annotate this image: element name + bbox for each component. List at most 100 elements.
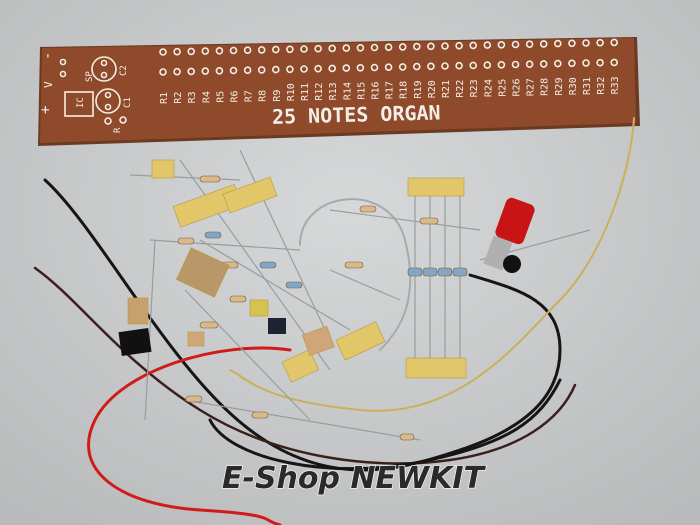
resistor-label: R15 — [356, 82, 367, 100]
resistor-label: R24 — [483, 79, 494, 97]
pcb-hole — [539, 60, 548, 68]
pcb-holes — [159, 38, 619, 76]
pcb-hole — [497, 61, 506, 69]
pcb-hole — [511, 40, 520, 49]
resistor-label: R4 — [201, 91, 212, 103]
label-plus: + — [38, 106, 54, 114]
resistor-label: R6 — [230, 90, 241, 102]
pcb-hole — [314, 64, 322, 73]
resistor-label: R18 — [399, 81, 410, 99]
resistor-label: R23 — [469, 79, 480, 97]
pcb-hole — [356, 64, 365, 72]
pcb-hole — [398, 63, 407, 71]
resistor-label: R12 — [314, 83, 325, 101]
resistor-label: R20 — [427, 80, 438, 98]
resistor-label: R26 — [512, 78, 523, 96]
pcb-hole — [568, 39, 576, 48]
pcb-hole — [201, 67, 210, 75]
pcb-hole — [553, 39, 562, 48]
resistor-label: R11 — [300, 83, 311, 101]
pcb-hole — [455, 61, 463, 70]
pcb-hole — [370, 43, 379, 52]
pcb-hole — [582, 59, 590, 67]
pcb-hole — [243, 66, 252, 74]
dark-wire — [33, 266, 577, 465]
resistor-label: R1 — [159, 92, 170, 104]
ic-chip — [118, 328, 152, 356]
pcb-hole — [342, 44, 351, 52]
pcb-hole — [271, 65, 280, 74]
resistor-label: R22 — [455, 80, 466, 98]
yellow-wire — [229, 117, 635, 412]
pcb-hole — [441, 42, 449, 50]
pcb-hole — [215, 46, 224, 55]
pcb-hole — [300, 45, 308, 53]
resistor-label: R13 — [328, 82, 339, 100]
pcb-hole — [455, 41, 463, 50]
resistor-label: R19 — [413, 81, 424, 99]
label-minus: - — [40, 52, 56, 60]
pcb-hole — [412, 62, 421, 71]
resistor-label: R5 — [215, 91, 226, 103]
pcb-hole — [568, 59, 576, 68]
pcb-hole — [427, 42, 435, 51]
resistor-label: R7 — [244, 90, 255, 102]
resistor-label: R28 — [540, 78, 551, 96]
capacitors-and-tape — [127, 159, 467, 383]
pcb-hole — [342, 64, 351, 72]
resistor-label: R17 — [385, 81, 396, 99]
pcb-hole — [398, 43, 407, 51]
resistor-label: R30 — [568, 77, 579, 95]
pcb-hole — [441, 62, 449, 70]
pcb-hole — [159, 48, 167, 56]
label-c2: C2 — [119, 65, 129, 76]
pcb-hole — [511, 60, 520, 69]
pcb-hole — [525, 40, 534, 49]
resistor-label: R2 — [173, 92, 184, 104]
pcb-hole — [483, 61, 492, 69]
pcb-hole — [286, 45, 294, 54]
pcb-hole — [596, 58, 604, 67]
pcb-hole — [201, 47, 210, 55]
pcb-hole — [427, 62, 435, 71]
resistor-label: R27 — [526, 78, 537, 96]
pcb-hole — [173, 47, 181, 56]
pcb-hole — [539, 40, 548, 48]
pcb-hole — [525, 60, 534, 68]
pcb-hole — [610, 58, 619, 67]
pcb-silkscreen-left — [59, 56, 127, 125]
label-v: V — [42, 81, 55, 88]
resistors — [177, 175, 468, 441]
pcb-hole — [173, 67, 181, 76]
resistor-label: R9 — [272, 90, 283, 102]
resistor-label: R25 — [497, 79, 508, 97]
pcb-hole — [553, 59, 562, 68]
resistor-label: R3 — [187, 91, 198, 103]
banana-socket — [483, 197, 535, 273]
pcb-hole — [412, 42, 421, 51]
pcb-hole — [356, 43, 365, 52]
pcb-hole — [384, 43, 393, 52]
resistor-label: R16 — [371, 81, 382, 99]
pcb-hole — [483, 41, 492, 49]
pcb-hole — [314, 44, 322, 53]
pcb-hole — [257, 66, 266, 74]
pcb-title: 25 NOTES ORGAN — [272, 100, 441, 128]
pcb-hole — [582, 39, 590, 47]
pcb-hole — [469, 41, 478, 50]
resistor-label: R8 — [258, 90, 269, 102]
label-r: R — [113, 127, 123, 133]
resistor-label: R29 — [554, 78, 565, 96]
pcb-hole — [229, 46, 238, 55]
pcb-hole — [159, 68, 167, 76]
black-wire-2 — [208, 378, 562, 471]
label-ic: IC — [76, 97, 86, 108]
pcb-hole — [271, 45, 280, 54]
pcb-hole — [187, 67, 195, 76]
pcb-hole — [286, 65, 294, 74]
resistor-label: R14 — [342, 82, 353, 100]
pcb-hole — [469, 61, 478, 70]
